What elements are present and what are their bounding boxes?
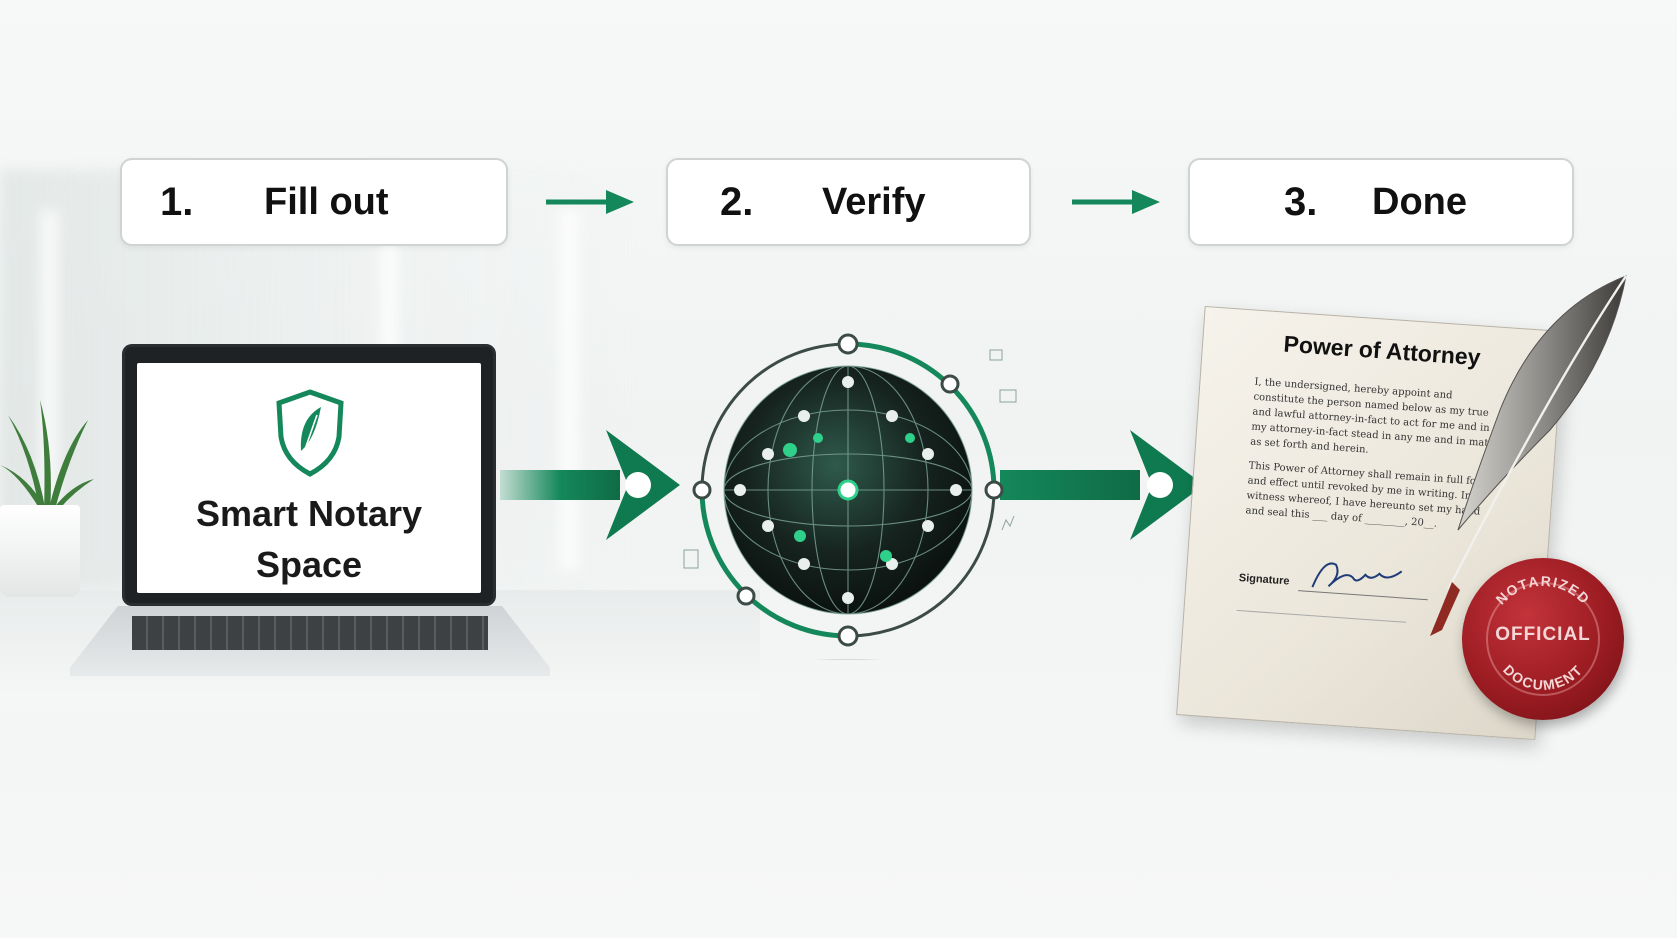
step-1-box: 1. Fill out: [120, 158, 508, 246]
arrow-right-icon: [1000, 430, 1204, 540]
seal-center-text: OFFICIAL: [1495, 624, 1591, 645]
network-globe-icon: [683, 333, 1017, 660]
laptop: Smart Notary Space: [70, 344, 550, 684]
handwritten-signature: [1311, 562, 1403, 588]
step-3-number: 3.: [1284, 179, 1318, 224]
app-splash: Smart Notary Space: [137, 363, 481, 593]
laptop-keyboard: [132, 616, 488, 650]
shield-quill-icon: [276, 389, 344, 477]
step-2-label: Verify: [822, 180, 926, 223]
step-3-label: Done: [1372, 180, 1467, 223]
app-name-line-1: Smart Notary: [195, 493, 423, 534]
signature-label: Signature: [1238, 571, 1290, 588]
seal-ring: [1486, 582, 1600, 696]
step-2-box: 2. Verify: [666, 158, 1031, 246]
wax-seal-icon: NOTARIZED DOCUMENT OFFICIAL: [1462, 558, 1624, 720]
document-rule: [1236, 609, 1407, 623]
app-name-line-2: Space: [255, 544, 363, 585]
app-name: Smart Notary Space: [137, 488, 481, 590]
plant-pot: [0, 505, 80, 597]
arrow-right-icon: [546, 190, 634, 214]
quill-pen-icon: [1430, 275, 1627, 636]
arrow-right-icon: [500, 430, 680, 540]
arrow-right-icon: [1072, 190, 1160, 214]
laptop-screen: Smart Notary Space: [122, 344, 496, 606]
power-of-attorney-document: Power of Attorney I, the undersigned, he…: [1176, 305, 1564, 741]
step-2-number: 2.: [720, 179, 754, 224]
step-3-box: 3. Done: [1188, 158, 1574, 246]
step-1-label: Fill out: [264, 180, 389, 223]
step-1-number: 1.: [160, 179, 194, 224]
